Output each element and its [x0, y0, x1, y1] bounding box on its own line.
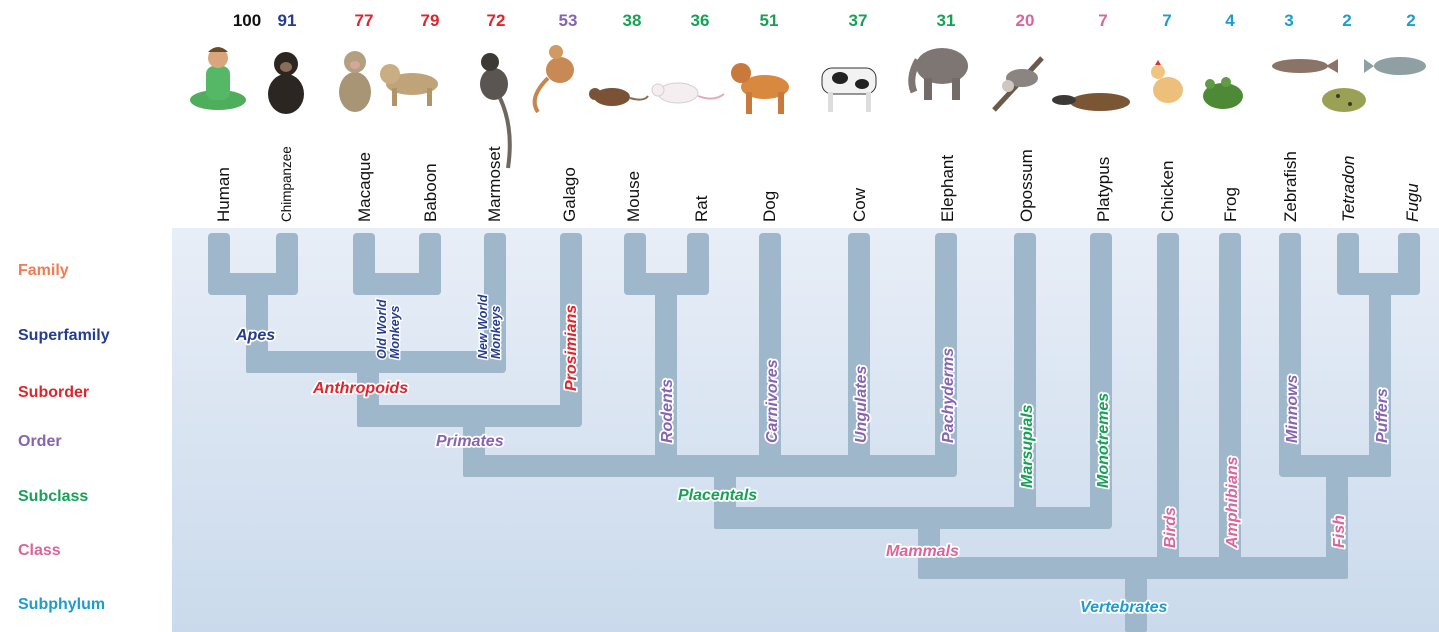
- species-label-opossum: Opossum: [1017, 149, 1036, 222]
- value-frog: 4: [1225, 11, 1235, 30]
- value-tetradon: 2: [1342, 11, 1351, 30]
- clade-label-amphibians: Amphibians: [1224, 456, 1241, 549]
- value-opossum: 20: [1016, 11, 1035, 30]
- branch-placentals-join: [463, 455, 957, 477]
- value-galago: 53: [559, 11, 578, 30]
- species-label-human: Human: [214, 167, 233, 222]
- species-label-tetradon: Tetradon: [1339, 156, 1358, 222]
- clade-label-apes: Apes: [235, 327, 275, 344]
- species-label-cow: Cow: [850, 187, 869, 222]
- clade-label-placentals: Placentals: [678, 487, 757, 504]
- value-chicken: 7: [1162, 11, 1171, 30]
- clade-label-fish: Fish: [1331, 515, 1348, 548]
- branch-puffers-stem: [1369, 283, 1391, 477]
- species-label-baboon: Baboon: [421, 163, 440, 222]
- rank-label-subphylum: Subphylum: [18, 596, 105, 613]
- branch-mammals-join: [714, 507, 1112, 529]
- clade-label-anthropoids: Anthropoids: [312, 380, 408, 397]
- species-label-fugu: Fugu: [1403, 183, 1422, 222]
- species-label-marmoset: Marmoset: [485, 146, 504, 222]
- rank-label-order: Order: [18, 433, 62, 450]
- clade-label-puffers: Puffers: [1374, 388, 1391, 443]
- value-cow: 37: [849, 11, 868, 30]
- species-label-zebrafish: Zebrafish: [1281, 151, 1300, 222]
- species-label-chicken: Chicken: [1158, 161, 1177, 222]
- species-label-frog: Frog: [1221, 187, 1240, 222]
- species-label-elephant: Elephant: [938, 155, 957, 222]
- species-label-mouse: Mouse: [624, 171, 643, 222]
- value-macaque: 77: [355, 11, 374, 30]
- clade-label-birds: Birds: [1162, 507, 1179, 548]
- clade-label-minnows: Minnows: [1284, 374, 1301, 443]
- rank-label-class: Class: [18, 542, 61, 559]
- value-rat: 36: [691, 11, 710, 30]
- clade-label-ungulates: Ungulates: [853, 366, 870, 443]
- clade-label-pachyderms: Pachyderms: [940, 348, 957, 443]
- clade-label-marsupials: Marsupials: [1019, 404, 1036, 488]
- clade-label-primates: Primates: [436, 433, 504, 450]
- branch-old-world-join: [353, 273, 441, 295]
- species-label-chimpanzee: Chimpanzee: [279, 146, 294, 222]
- clade-label-vertebrates: Vertebrates: [1080, 599, 1168, 616]
- species-label-platypus: Platypus: [1094, 157, 1113, 222]
- species-label-dog: Dog: [760, 191, 779, 222]
- value-baboon: 79: [421, 11, 440, 30]
- clade-label-old-world-monkeys: Old WorldMonkeys: [375, 299, 402, 359]
- value-chimpanzee: 91: [278, 11, 297, 30]
- value-mouse: 38: [623, 11, 642, 30]
- value-marmoset: 72: [487, 11, 506, 30]
- rank-label-suborder: Suborder: [18, 384, 89, 401]
- value-dog: 51: [760, 11, 779, 30]
- value-human: 100: [233, 11, 261, 30]
- species-label-galago: Galago: [560, 167, 579, 222]
- clade-label-monotremes: Monotremes: [1095, 393, 1112, 488]
- species-label-rat: Rat: [692, 195, 711, 222]
- clade-label-rodents: Rodents: [659, 379, 676, 443]
- value-fugu: 2: [1406, 11, 1415, 30]
- rank-label-subclass: Subclass: [18, 488, 88, 505]
- panel-divider: [164, 228, 172, 632]
- value-zebrafish: 3: [1284, 11, 1293, 30]
- tetradon-icon: [1322, 88, 1366, 112]
- rank-label-family: Family: [18, 262, 69, 279]
- rank-label-superfamily: Superfamily: [18, 327, 110, 344]
- clade-label-carnivores: Carnivores: [764, 359, 781, 443]
- value-elephant: 31: [937, 11, 956, 30]
- clade-label-prosimians: Prosimians: [563, 305, 580, 391]
- species-label-macaque: Macaque: [355, 152, 374, 222]
- value-platypus: 7: [1098, 11, 1107, 30]
- clade-label-mammals: Mammals: [886, 543, 959, 560]
